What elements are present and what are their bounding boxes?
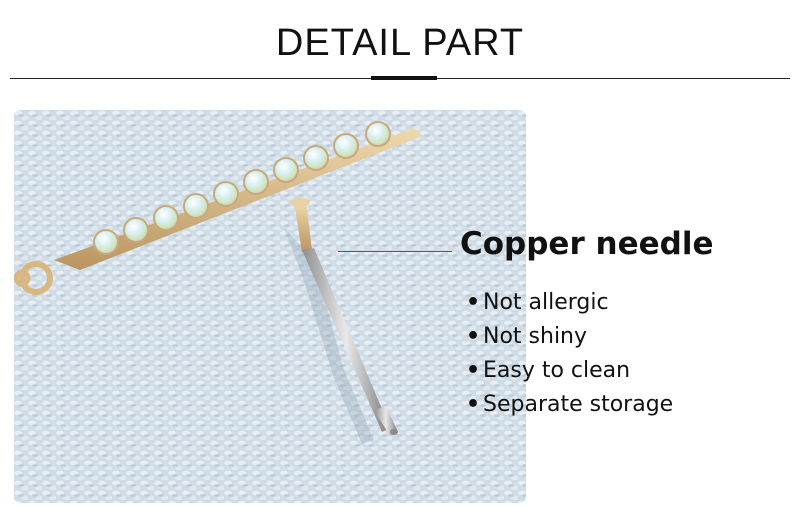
- feature-label: Separate storage: [483, 392, 674, 417]
- feature-item: •Not allergic: [466, 288, 673, 322]
- feature-label: Not allergic: [483, 290, 609, 315]
- bullet-icon: •: [466, 290, 481, 315]
- bullet-icon: •: [466, 358, 481, 383]
- product-photo: [14, 110, 526, 503]
- feature-item: •Easy to clean: [466, 356, 673, 390]
- feature-label: Easy to clean: [483, 358, 631, 383]
- feature-item: •Separate storage: [466, 390, 673, 424]
- page-title: DETAIL PART: [275, 22, 525, 64]
- feature-label: Not shiny: [483, 324, 588, 349]
- callout-heading: Copper needle: [460, 226, 714, 262]
- callout-pointer-line: [338, 251, 452, 252]
- bullet-icon: •: [466, 324, 481, 349]
- title-divider-accent: [371, 76, 437, 80]
- feature-item: •Not shiny: [466, 322, 673, 356]
- feature-list: •Not allergic •Not shiny •Easy to clean …: [466, 288, 673, 424]
- bullet-icon: •: [466, 392, 481, 417]
